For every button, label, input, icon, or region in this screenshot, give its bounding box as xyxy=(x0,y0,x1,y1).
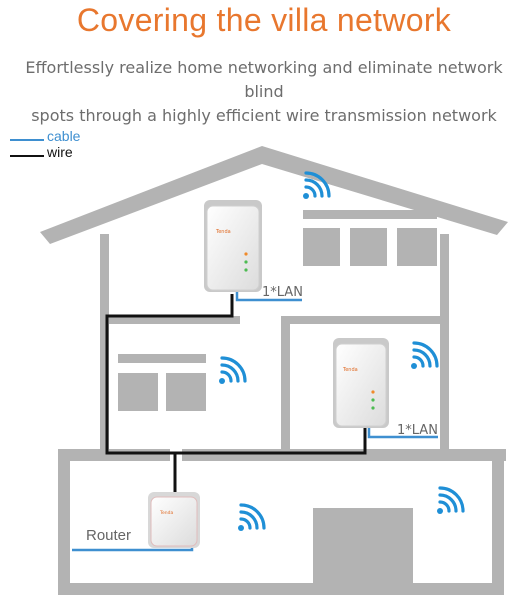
window-icon xyxy=(118,210,437,411)
adapter-brand-router: Tenda xyxy=(159,510,173,516)
page-title: Covering the villa network xyxy=(76,2,452,38)
adapter-brand-middle: Tenda xyxy=(342,367,358,373)
legend: cable wire xyxy=(10,128,80,160)
legend-cable: cable xyxy=(10,128,80,144)
legend-wire-line xyxy=(10,155,44,157)
adapter-brand-upper: Tenda xyxy=(215,229,231,235)
router-label: Router xyxy=(86,527,131,544)
ground-base xyxy=(58,583,504,595)
middle-divider-wall xyxy=(281,316,290,454)
ground-floor-top-left xyxy=(58,449,170,461)
page-subtitle: Effortlessly realize home networking and… xyxy=(14,56,514,128)
legend-cable-line xyxy=(10,139,44,141)
house-roof xyxy=(40,146,508,244)
subtitle-line-2: spots through a highly efficient wire tr… xyxy=(31,106,497,125)
legend-cable-label: cable xyxy=(47,128,81,144)
subtitle-line-1: Effortlessly realize home networking and… xyxy=(25,58,503,101)
lan-label-upper: 1*LAN xyxy=(262,285,303,300)
lan-label-lower: 1*LAN xyxy=(397,423,438,438)
powerline-adapter-upper: Tenda xyxy=(204,200,262,292)
ground-wall-right xyxy=(492,449,504,595)
door-icon xyxy=(313,508,413,584)
powerline-adapter-middle: Tenda xyxy=(333,338,389,428)
wall-right-upper xyxy=(440,234,449,456)
house-structure xyxy=(40,146,508,595)
powerline-adapter-router: Tenda xyxy=(148,492,200,548)
legend-wire-label: wire xyxy=(47,144,73,160)
attic-floor-left xyxy=(100,316,240,324)
wall-left-upper xyxy=(100,234,109,456)
legend-wire: wire xyxy=(10,144,80,160)
ground-floor-top-right xyxy=(182,449,506,461)
ground-wall-left xyxy=(58,449,70,595)
attic-floor-right xyxy=(282,316,449,324)
